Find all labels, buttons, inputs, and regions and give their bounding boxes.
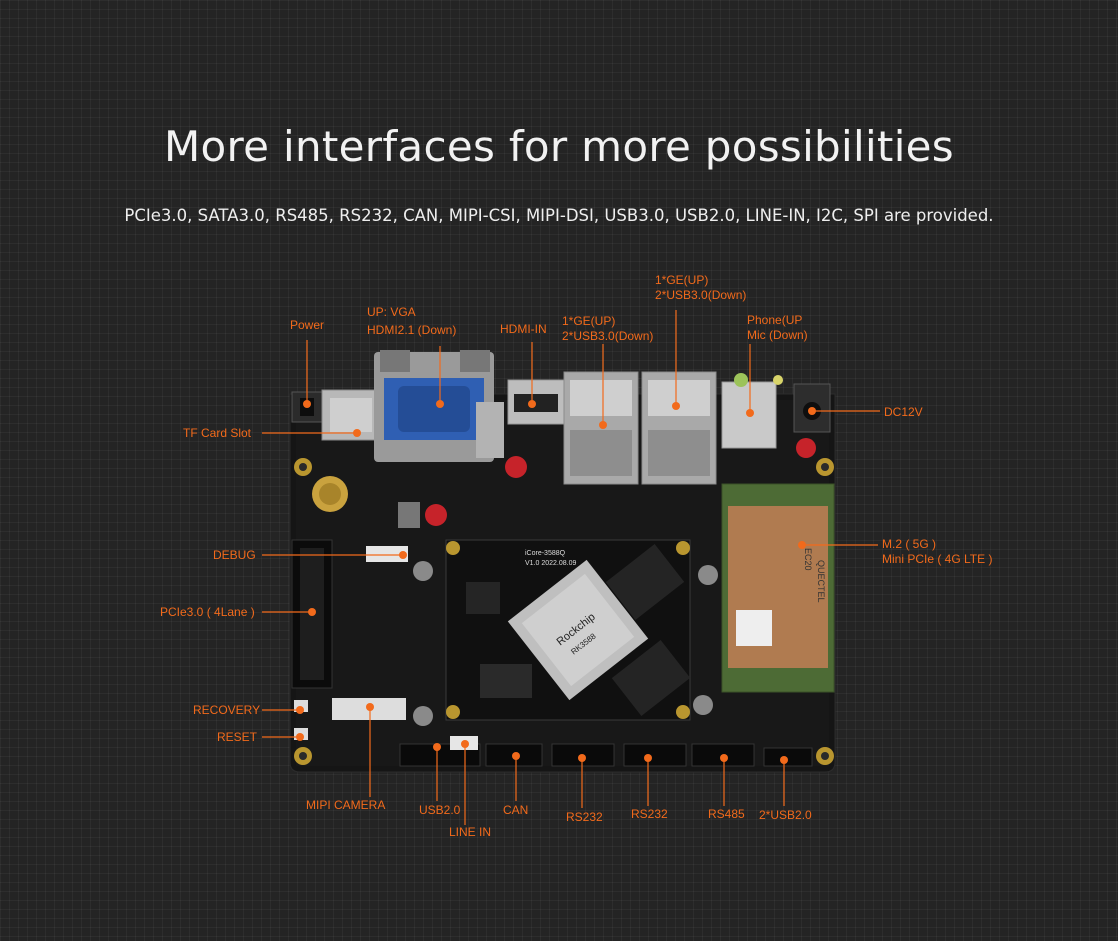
label-recovery: RECOVERY — [193, 703, 261, 717]
label-dc12v: DC12V — [884, 405, 923, 419]
label-hdmi-in: HDMI-IN — [500, 322, 547, 336]
label-debug: DEBUG — [213, 548, 256, 562]
label-ethernet-2: 1*GE(UP) 2*USB3.0(Down) — [655, 273, 746, 303]
label-ethernet-1-ge: 1*GE(UP) — [562, 314, 616, 328]
label-hdmi21: HDMI2.1 (Down) — [367, 323, 457, 337]
label-vga: UP: VGA — [367, 305, 416, 319]
callout-lines — [262, 310, 880, 825]
label-rs485: RS485 — [708, 807, 745, 821]
label-usb20: USB2.0 — [419, 803, 461, 817]
page-title: More interfaces for more possibilities — [164, 122, 954, 171]
modem-brand-text: QUECTEL — [816, 560, 826, 603]
modem-model-text: EC20 — [803, 548, 813, 571]
label-tf-card-slot: TF Card Slot — [183, 426, 252, 440]
label-ethernet-1: 1*GE(UP) 2*USB3.0(Down) — [562, 314, 653, 344]
label-mipi-camera: MIPI CAMERA — [306, 798, 386, 812]
label-pcie: PCIe3.0 ( 4Lane ) — [160, 605, 255, 619]
label-audio-phone: Phone(UP — [747, 313, 803, 327]
label-ethernet-2-usb3: 2*USB3.0(Down) — [655, 288, 747, 302]
label-m2: M.2 ( 5G ) Mini PCIe ( 4G LTE ) — [882, 537, 992, 567]
label-audio-mic: Mic (Down) — [747, 328, 808, 342]
label-can: CAN — [503, 803, 529, 817]
callout-dots — [296, 400, 816, 764]
label-rs232-a: RS232 — [566, 810, 603, 824]
board-photo: Rockchip RK3588 iCore-3588Q V1.0 2022.08… — [289, 350, 836, 773]
label-m2-5g: M.2 ( 5G ) — [882, 537, 937, 551]
label-power: Power — [290, 318, 325, 332]
label-line-in: LINE IN — [449, 825, 492, 839]
label-2x-usb20: 2*USB2.0 — [759, 808, 812, 822]
label-rs232-b: RS232 — [631, 807, 668, 821]
core-model-text: iCore-3588Q — [525, 550, 566, 557]
page-subtitle: PCIe3.0, SATA3.0, RS485, RS232, CAN, MIP… — [124, 206, 994, 225]
label-audio: Phone(UP Mic (Down) — [747, 313, 808, 343]
label-reset: RESET — [217, 730, 258, 744]
label-mini-pcie: Mini PCIe ( 4G LTE ) — [882, 552, 993, 566]
label-vga-hdmi: UP: VGA HDMI2.1 (Down) — [367, 305, 456, 338]
core-version-text: V1.0 2022.08.09 — [525, 560, 576, 567]
label-ethernet-2-ge: 1*GE(UP) — [655, 273, 709, 287]
label-ethernet-1-usb3: 2*USB3.0(Down) — [562, 329, 654, 343]
